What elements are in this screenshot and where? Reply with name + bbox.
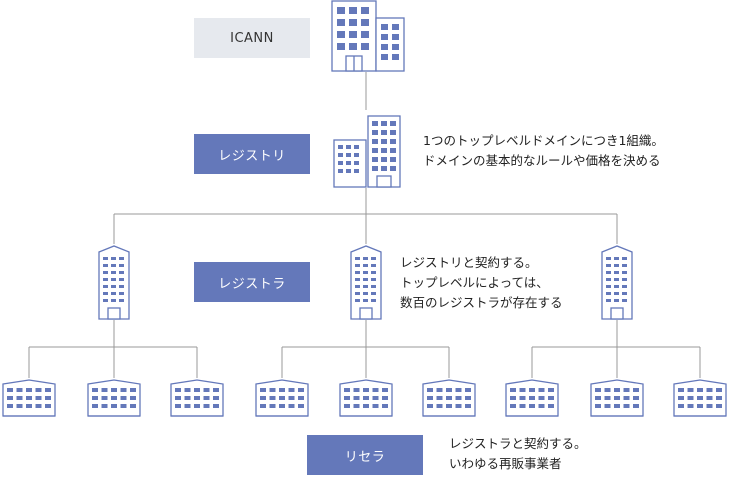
low-building-icon [87,379,141,417]
icann-label: ICANN [230,30,274,46]
low-building-icon [673,379,727,417]
low-building-icon [505,379,559,417]
registry-description-line: 1つのトップレベルドメインにつき1組織。 [423,133,664,148]
registrar-description-line: 数百のレジストラが存在する [400,295,563,310]
low-building-icon [255,379,309,417]
registrar-description: レジストリと契約する。 トップレベルによっては、 数百のレジストラが存在する [400,253,563,313]
registry-description: 1つのトップレベルドメインにつき1組織。 ドメインの基本的なルールや価格を決める [423,131,664,171]
reseller-label-box: リセラ [307,435,423,475]
registrar-label-box: レジストラ [194,262,310,302]
low-building-icon [422,379,476,417]
reseller-label: リセラ [344,449,386,465]
registry-label: レジストリ [218,148,286,164]
registrar-label: レジストラ [218,276,286,292]
tower-building-icon [350,245,382,320]
reseller-description-line: いわゆる再販事業者 [449,456,562,471]
registry-description-line: ドメインの基本的なルールや価格を決める [423,153,661,168]
registrar-description-line: レジストリと契約する。 [400,255,538,270]
office-buildings-icon [333,115,401,188]
low-building-icon [170,379,224,417]
reseller-description: レジストラと契約する。 いわゆる再販事業者 [449,434,587,474]
low-building-icon [2,379,56,417]
registrar-description-line: トップレベルによっては、 [400,275,549,290]
icann-label-box: ICANN [194,18,310,58]
reseller-description-line: レジストラと契約する。 [449,436,587,451]
low-building-icon [339,379,393,417]
office-buildings-icon [331,0,405,72]
tower-building-icon [601,245,633,320]
tower-building-icon [98,245,130,320]
registry-label-box: レジストリ [194,134,310,174]
low-building-icon [590,379,644,417]
